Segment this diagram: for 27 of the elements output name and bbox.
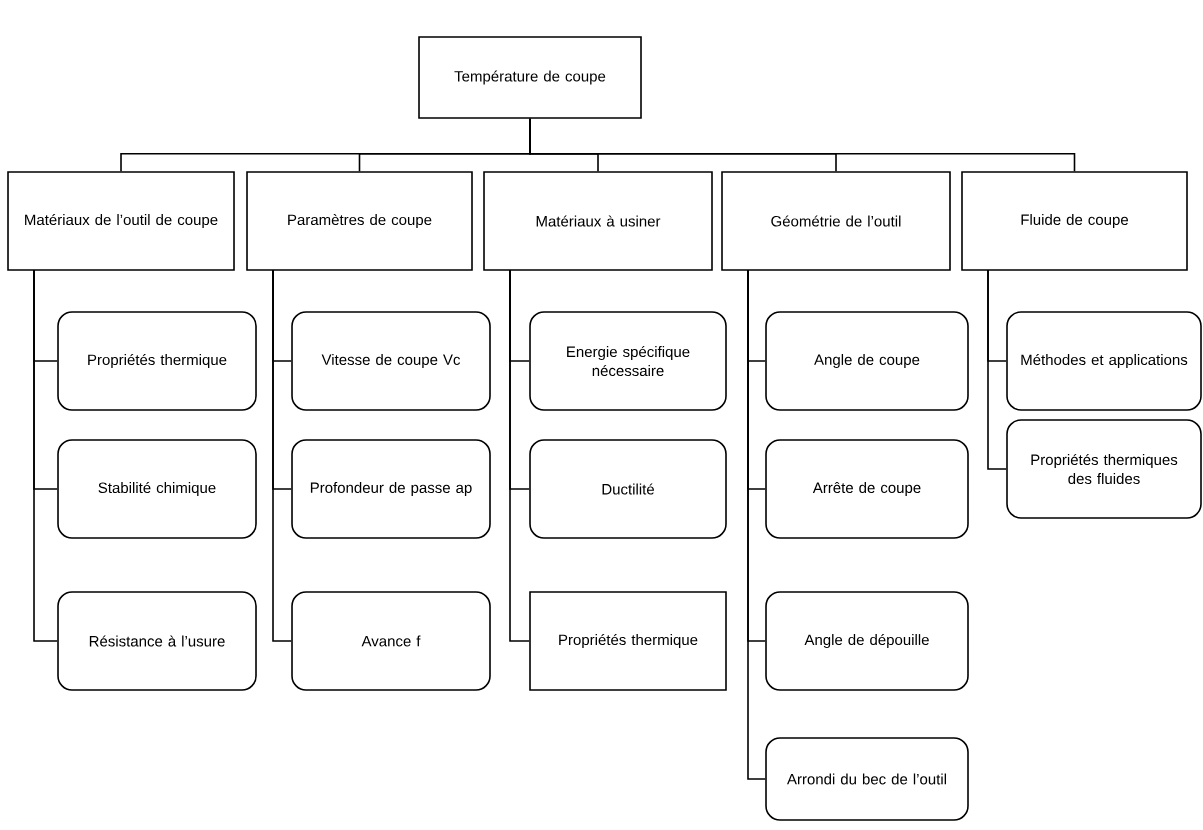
factor-box: Propriétés thermique xyxy=(57,311,257,411)
factor-box: Méthodes et applications xyxy=(1006,311,1202,411)
factor-box: Arrondi du bec de l’outil xyxy=(765,737,969,821)
factor-box: Vitesse de coupe Vc xyxy=(291,311,491,411)
connector-line xyxy=(33,269,58,642)
category-box: Fluide de coupe xyxy=(961,171,1188,271)
connector-line xyxy=(987,269,1007,470)
factor-box: Propriétés thermiques des fluides xyxy=(1006,419,1202,519)
factor-box: Propriétés thermique xyxy=(529,591,727,691)
category-box: Paramètres de coupe xyxy=(246,171,473,271)
category-box: Matériaux à usiner xyxy=(483,171,713,271)
factor-box: Profondeur de passe ap xyxy=(291,439,491,539)
connector-line xyxy=(529,118,1076,172)
connector-line xyxy=(747,269,766,780)
connector-line xyxy=(272,269,292,642)
connector-line xyxy=(509,269,530,642)
factor-box: Arrête de coupe xyxy=(765,439,969,539)
root-box: Température de coupe xyxy=(418,36,642,119)
factor-box: Angle de dépouille xyxy=(765,591,969,691)
factor-box: Avance f xyxy=(291,591,491,691)
factor-box: Résistance à l’usure xyxy=(57,591,257,691)
category-box: Matériaux de l’outil de coupe xyxy=(7,171,235,271)
factor-box: Angle de coupe xyxy=(765,311,969,411)
category-box: Géométrie de l’outil xyxy=(721,171,951,271)
factor-box: Ductilité xyxy=(529,439,727,539)
factor-box: Energie spécifique nécessaire xyxy=(529,311,727,411)
factor-box: Stabilité chimique xyxy=(57,439,257,539)
